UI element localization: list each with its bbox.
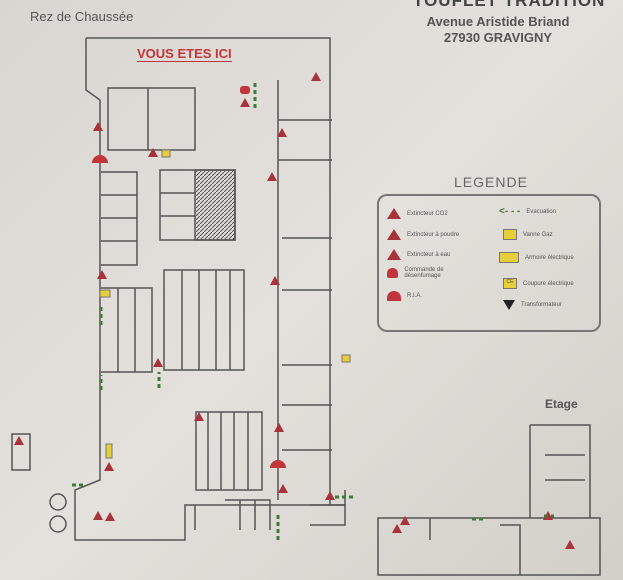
legend-label: R.I.A. [407,293,423,299]
legend-item: Commande de désenfumage [387,267,467,279]
legend-label: Transformateur [521,302,562,308]
evacuation-arrow-icon: <- - - [499,206,521,217]
fire-hose-icon [387,291,401,301]
legend-label: Vanne Gaz [523,231,553,238]
power-cut-icon: CE [503,278,517,289]
extinguisher-markers [14,72,575,549]
legend-item: Extincteur à eau [387,249,450,260]
you-are-here-label: VOUS ETES ICI [137,46,232,62]
gas-valve-icon [503,229,517,240]
legend-item: Extincteur CO2 [387,208,448,219]
address-line-1: Avenue Aristide Briand [426,14,570,29]
legend-item: Extincteur à poudre [387,229,459,240]
upper-floor-label: Etage [545,397,578,411]
legend-item: Armoire électrique [499,252,574,263]
legend-label: Armoire électrique [525,254,574,261]
transformer-icon [503,300,515,310]
electrical-cabinet-icon [499,252,519,263]
water-extinguisher-icon [387,249,401,260]
address-line-2: 27930 GRAVIGNY [443,30,553,45]
legend-item: CE Coupure électrique [503,278,574,289]
co2-extinguisher-icon [387,208,401,219]
legend-item: R.I.A. [387,291,422,301]
powder-extinguisher-icon [387,229,401,240]
legend-label: Extincteur à eau [407,251,451,258]
legend-item: Transformateur [503,300,562,310]
floor-label: Rez de Chaussée [30,9,134,24]
legend-item: <- - - Evacuation [499,206,556,217]
legend-item: Vanne Gaz [503,229,553,240]
legend-label: Extincteur CO2 [407,210,448,217]
legend-box: Extincteur CO2 Extincteur à poudre Extin… [377,194,601,332]
legend-label: Evacuation [526,208,557,215]
smoke-control-icon [387,268,399,278]
legend-label: Commande de désenfumage [404,267,444,279]
company-name: TOUFLET TRADITION [413,0,606,10]
legend-title: LEGENDE [454,174,528,190]
legend-label: Extincteur à poudre [407,231,460,238]
legend-label: Coupure électrique [523,280,574,287]
